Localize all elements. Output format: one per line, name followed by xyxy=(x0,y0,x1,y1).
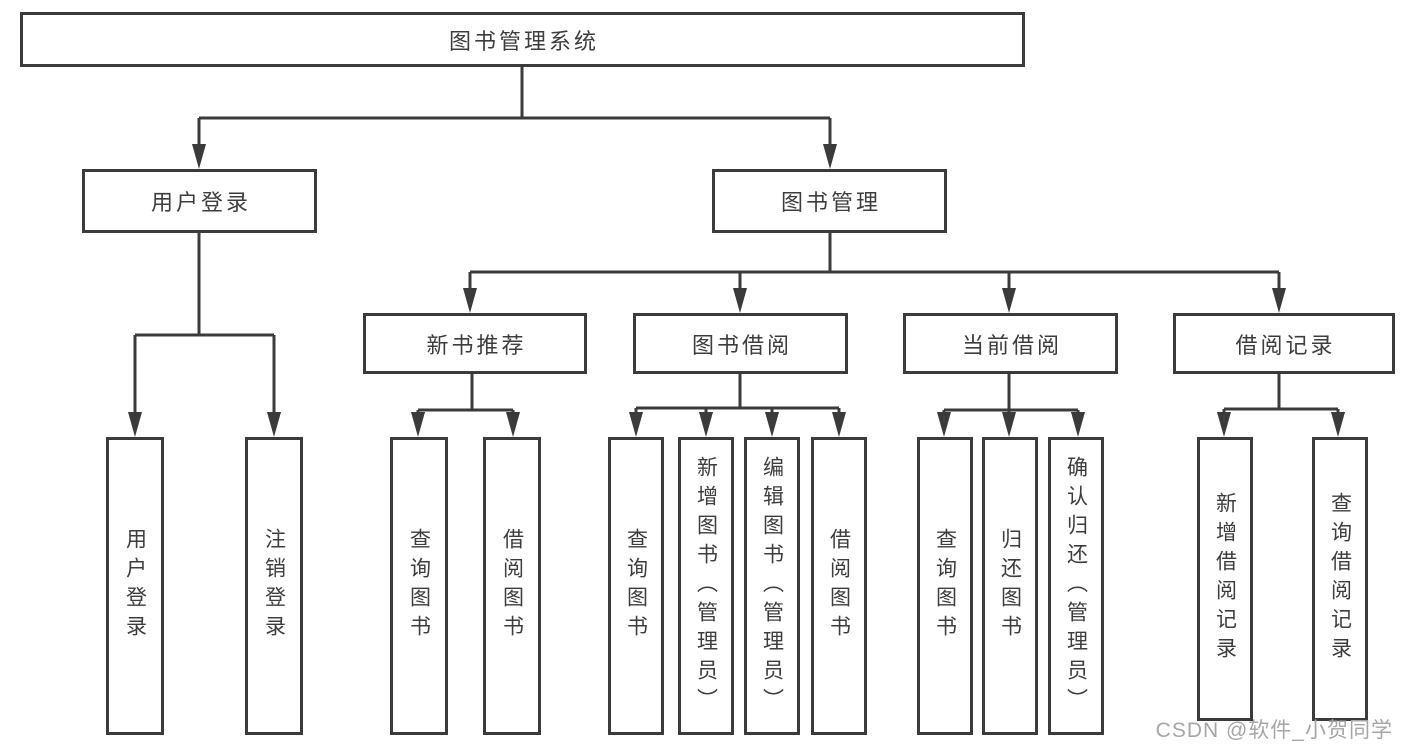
arrowhead xyxy=(1272,288,1286,313)
node-label: 图书管理 xyxy=(780,190,881,215)
node-label: 查询图书 xyxy=(624,528,648,644)
node-book-borrow: 图书借阅 xyxy=(633,313,848,374)
connector-user-login-branch xyxy=(133,233,276,414)
arrowhead xyxy=(1331,412,1345,437)
leaf-br-query-record: 查询借阅记录 xyxy=(1312,437,1368,721)
csdn-watermark: CSDN @软件_小贺同学 xyxy=(1155,719,1393,742)
node-label: 查询借阅记录 xyxy=(1328,492,1352,666)
node-label: 新增借阅记录 xyxy=(1213,492,1237,666)
arrowhead xyxy=(1071,412,1085,437)
node-label: 确认归还（管理员） xyxy=(1064,455,1088,717)
node-user-login: 用户登录 xyxy=(82,169,317,233)
node-label: 用户登录 xyxy=(150,190,251,215)
leaf-nbr-query-book: 查询图书 xyxy=(390,437,448,735)
arrowhead xyxy=(411,412,425,437)
node-borrow-record: 借阅记录 xyxy=(1173,313,1395,374)
node-label: 图书借阅 xyxy=(691,332,792,358)
arrowhead xyxy=(506,412,520,437)
connector-borrow-record-branch xyxy=(1222,374,1340,414)
leaf-nbr-borrow-book: 借阅图书 xyxy=(483,437,541,735)
node-label: 用户登录 xyxy=(123,528,147,644)
node-label: 借阅图书 xyxy=(500,528,524,644)
leaf-bb-query-book: 查询图书 xyxy=(608,437,664,735)
leaf-cb-query-book: 查询图书 xyxy=(917,437,973,735)
arrowhead xyxy=(1217,412,1231,437)
leaf-user-login: 用户登录 xyxy=(106,437,164,735)
connector-root-to-level2 xyxy=(197,67,832,146)
arrowhead xyxy=(765,412,779,437)
arrowhead xyxy=(192,144,206,169)
arrowhead xyxy=(733,288,747,313)
arrowhead xyxy=(267,412,281,437)
leaf-bb-borrow-book: 借阅图书 xyxy=(811,437,867,735)
node-label: 图书管理系统 xyxy=(448,28,599,54)
arrowhead xyxy=(832,412,846,437)
arrowhead xyxy=(463,288,477,313)
connector-new-book-recommend-branch xyxy=(416,374,515,414)
arrowhead xyxy=(629,412,643,437)
node-label: 借阅图书 xyxy=(827,528,851,644)
arrowhead xyxy=(699,412,713,437)
arrowhead xyxy=(937,412,951,437)
leaf-bb-edit-book-admin: 编辑图书（管理员） xyxy=(744,437,800,735)
arrowheads xyxy=(128,144,1345,437)
arrowhead xyxy=(823,144,837,169)
node-label: 查询图书 xyxy=(933,528,957,644)
node-new-book-recommend: 新书推荐 xyxy=(363,313,587,374)
node-label: 新增图书（管理员） xyxy=(694,455,718,717)
node-label: 注销登录 xyxy=(262,528,286,644)
arrowhead xyxy=(1002,412,1016,437)
leaf-cb-return-book: 归还图书 xyxy=(982,437,1038,735)
node-label: 查询图书 xyxy=(407,528,431,644)
node-current-borrow: 当前借阅 xyxy=(903,313,1118,374)
arrowhead xyxy=(1002,288,1016,313)
node-label: 归还图书 xyxy=(998,528,1022,644)
arrowhead xyxy=(128,412,142,437)
connector-book-borrow-branch xyxy=(634,374,841,414)
node-label: 新书推荐 xyxy=(426,332,527,358)
node-book-management: 图书管理 xyxy=(712,169,947,233)
leaf-bb-add-book-admin: 新增图书（管理员） xyxy=(678,437,734,735)
connector-current-borrow-branch xyxy=(942,374,1080,414)
connector-book-management-branch xyxy=(468,233,1281,290)
node-label: 编辑图书（管理员） xyxy=(760,455,784,717)
node-root-library-system: 图书管理系统 xyxy=(20,12,1025,67)
node-label: 借阅记录 xyxy=(1235,332,1336,358)
node-label: 当前借阅 xyxy=(961,332,1062,358)
leaf-br-add-record: 新增借阅记录 xyxy=(1197,437,1253,721)
leaf-logout-login: 注销登录 xyxy=(245,437,303,735)
leaf-cb-confirm-return-admin: 确认归还（管理员） xyxy=(1048,437,1104,735)
